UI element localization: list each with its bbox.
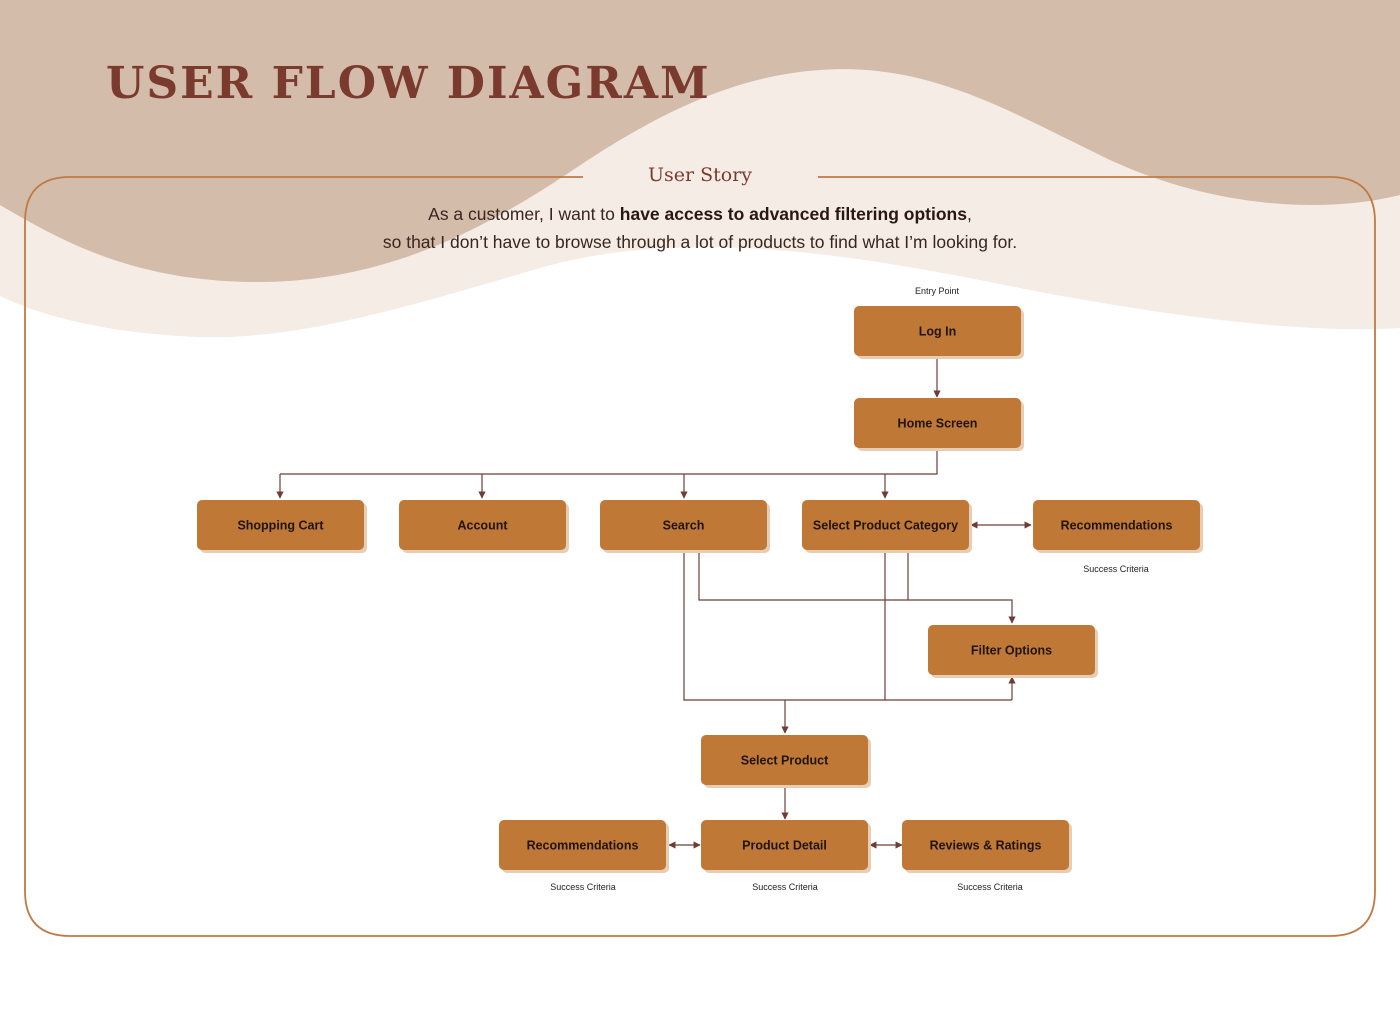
user-story-line-1: As a customer, I want to have access to … [250, 200, 1150, 228]
node-search: Search [600, 500, 770, 553]
node-product-detail-label: Product Detail [742, 839, 827, 853]
connector-home-bus [280, 449, 938, 475]
connector-search-filter [698, 551, 1016, 624]
wave-dark [0, 0, 1400, 283]
success-criteria-product-detail: Success Criteria [752, 882, 818, 892]
node-login: Log In [854, 306, 1024, 359]
node-account: Account [399, 500, 569, 553]
node-product-detail: Product Detail [701, 820, 871, 873]
node-recommendations-top-label: Recommendations [1061, 519, 1173, 533]
node-select-product-label: Select Product [741, 754, 829, 768]
node-shopping-cart-label: Shopping Cart [237, 519, 324, 533]
frame-border [24, 176, 1376, 937]
node-home-screen: Home Screen [854, 398, 1024, 451]
success-criteria-recommendations-bottom: Success Criteria [550, 882, 616, 892]
node-reviews-ratings-label: Reviews & Ratings [930, 839, 1042, 853]
user-story-emphasis: have access to advanced filtering option… [619, 204, 967, 224]
user-story-heading: User Story [647, 164, 753, 186]
connector-search-select [683, 551, 1012, 701]
user-story-line-1-start: As a customer, I want to [428, 204, 620, 224]
node-select-product: Select Product [701, 735, 871, 788]
node-filter-options: Filter Options [928, 625, 1098, 678]
user-story-line-2: so that I don’t have to browse through a… [382, 232, 1018, 252]
node-shopping-cart: Shopping Cart [197, 500, 367, 553]
user-story-line-1-end: , [966, 204, 972, 224]
node-select-product-category: Select Product Category [802, 500, 972, 553]
node-recommendations-bottom-label: Recommendations [527, 839, 639, 853]
node-search-label: Search [663, 519, 705, 533]
node-recommendations-bottom: Recommendations [499, 820, 669, 873]
node-login-label: Log In [919, 325, 957, 339]
entry-point-label: Entry Point [915, 286, 960, 296]
user-story-text: As a customer, I want to have access to … [250, 200, 1150, 256]
page-title: USER FLOW DIAGRAM [106, 58, 711, 109]
node-reviews-ratings: Reviews & Ratings [902, 820, 1072, 873]
node-home-screen-label: Home Screen [898, 417, 978, 431]
success-criteria-reviews: Success Criteria [957, 882, 1023, 892]
node-account-label: Account [458, 519, 509, 533]
node-select-product-category-label: Select Product Category [813, 519, 958, 533]
node-recommendations-top: Recommendations [1033, 500, 1203, 553]
node-filter-options-label: Filter Options [971, 644, 1052, 658]
success-criteria-recommendations-top: Success Criteria [1083, 564, 1149, 574]
